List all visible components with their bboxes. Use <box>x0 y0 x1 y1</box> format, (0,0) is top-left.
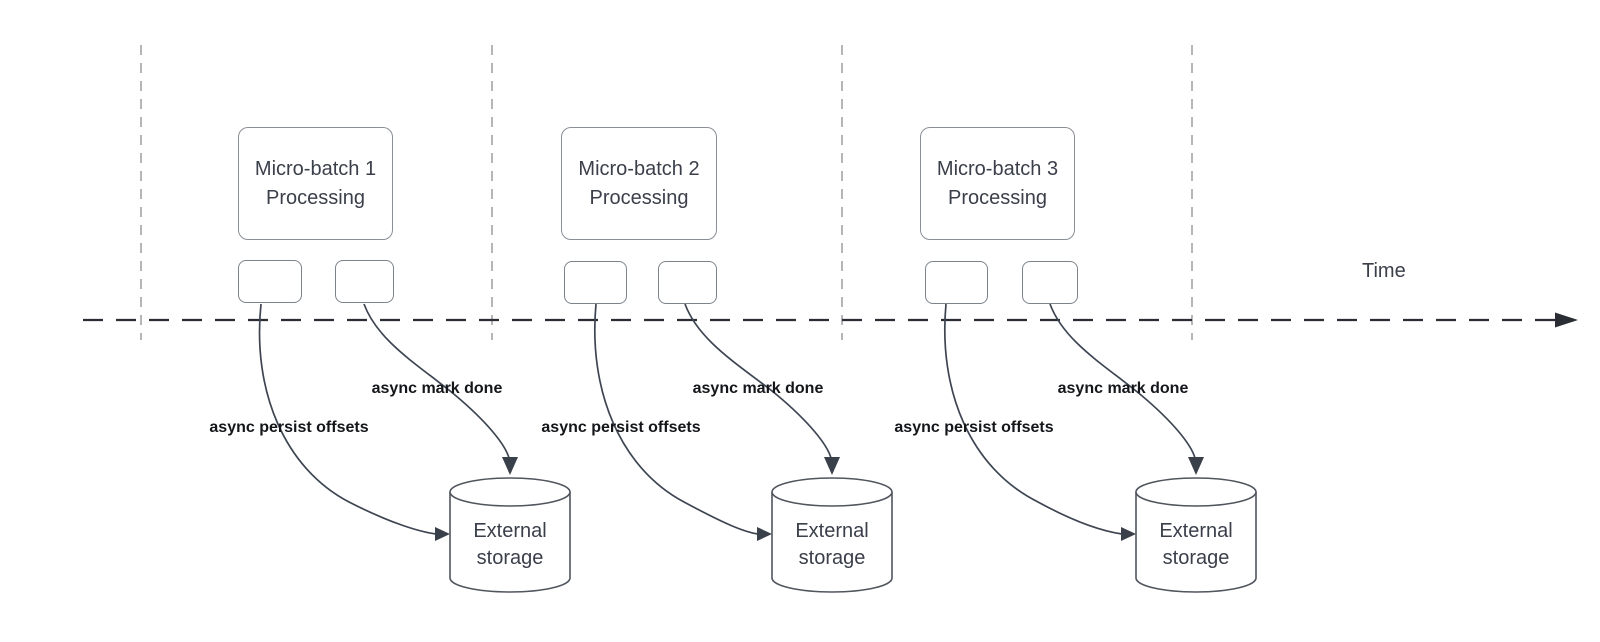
external-storage-label-1: External storage <box>450 518 570 572</box>
persist-offsets-arrow-1 <box>258 303 450 541</box>
storage-label-line1: External <box>795 520 869 542</box>
time-axis-label: Time <box>1362 260 1406 282</box>
micro-batch-1-title-line2: Processing <box>266 186 365 209</box>
storage-label-line1: External <box>1159 520 1233 542</box>
arrow-head <box>757 527 772 541</box>
time-axis-arrowhead <box>1555 312 1578 328</box>
external-storage-label-3: External storage <box>1136 518 1256 572</box>
micro-batch-2-processing-box: Micro-batch 2 Processing <box>561 127 717 240</box>
arrow-curve <box>944 303 1123 535</box>
micro-batch-1-processing-box: Micro-batch 1 Processing <box>238 127 393 240</box>
storage-label-line1: External <box>473 520 547 542</box>
arrow-head <box>435 527 450 541</box>
micro-batch-3-title-line1: Micro-batch 3 <box>936 157 1059 180</box>
external-storage-label-2: External storage <box>772 518 892 572</box>
persist-task-box-3 <box>925 261 988 304</box>
persist-offsets-arrow-3 <box>944 303 1136 541</box>
micro-batch-3-processing-box: Micro-batch 3 Processing <box>920 127 1075 240</box>
micro-batch-2-title-line1: Micro-batch 2 <box>578 157 700 180</box>
persist-task-box-1 <box>238 260 302 303</box>
arrow-curve <box>258 303 437 535</box>
arrow-curve <box>363 303 510 459</box>
mark-done-label-1: async mark done <box>371 380 503 397</box>
external-storage-cylinder-2 <box>771 477 893 593</box>
arrow-head <box>824 457 840 475</box>
arrow-head <box>1121 527 1136 541</box>
external-storage-cylinder-3 <box>1135 477 1257 593</box>
cylinder-body <box>449 492 571 593</box>
arrow-head <box>1188 457 1204 475</box>
cylinder-body <box>1135 492 1257 593</box>
external-storage-cylinder-1 <box>449 477 571 593</box>
persist-offsets-label-1: async persist offsets <box>209 419 369 436</box>
arrow-head <box>502 457 518 475</box>
arrow-curve <box>594 303 759 535</box>
persist-offsets-arrow-2 <box>594 303 772 541</box>
mark-done-label-3: async mark done <box>1057 380 1189 397</box>
done-task-box-3 <box>1022 261 1078 304</box>
arrow-curve <box>684 303 832 459</box>
cylinder-top <box>449 477 571 507</box>
mark-done-arrow-3 <box>1049 303 1204 475</box>
mark-done-label-2: async mark done <box>692 380 824 397</box>
arrow-curve <box>1049 303 1196 459</box>
storage-label-line2: storage <box>1162 547 1230 569</box>
micro-batch-1-title-line1: Micro-batch 1 <box>254 157 377 180</box>
storage-label-line2: storage <box>476 547 544 569</box>
persist-task-box-2 <box>564 261 627 304</box>
micro-batch-3-title-line2: Processing <box>948 186 1047 209</box>
storage-label-line2: storage <box>798 547 866 569</box>
cylinder-body <box>771 492 893 593</box>
micro-batch-2-title-line2: Processing <box>589 186 689 209</box>
cylinder-top <box>1135 477 1257 507</box>
time-axis <box>83 312 1578 328</box>
persist-offsets-label-2: async persist offsets <box>541 419 701 436</box>
mark-done-arrow-2 <box>684 303 840 475</box>
done-task-box-2 <box>658 261 717 304</box>
mark-done-arrow-1 <box>363 303 518 475</box>
persist-offsets-label-3: async persist offsets <box>894 419 1054 436</box>
cylinder-top <box>771 477 893 507</box>
done-task-box-1 <box>335 260 394 303</box>
